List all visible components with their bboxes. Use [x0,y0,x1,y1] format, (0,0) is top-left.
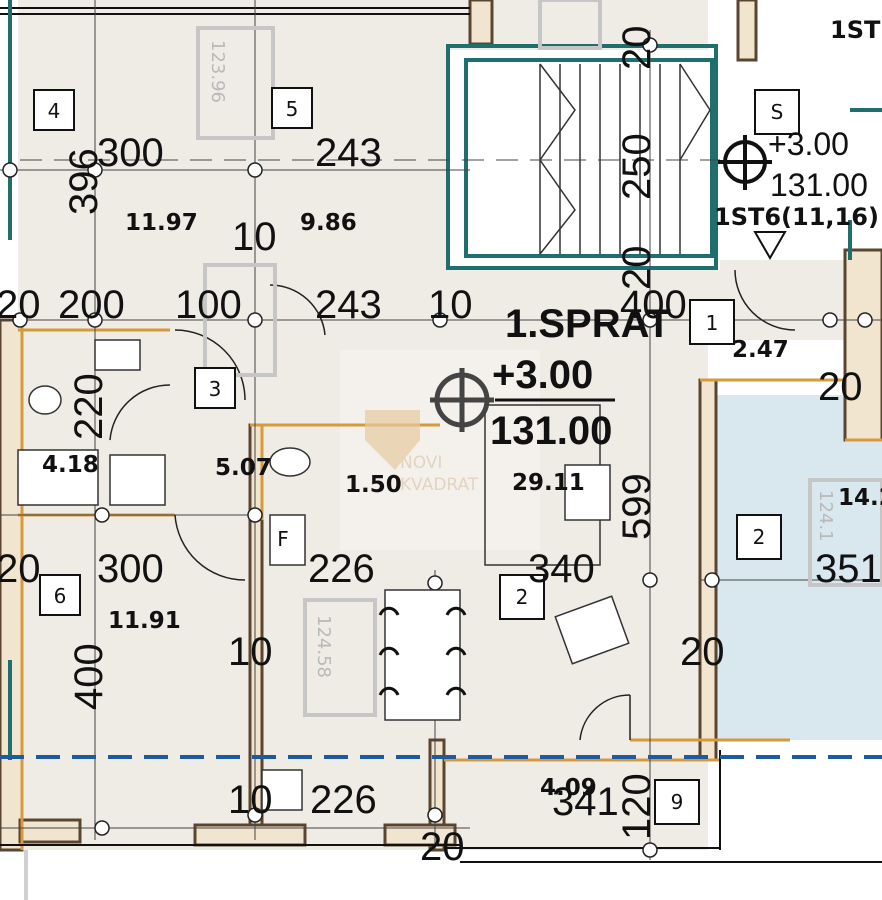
dim-10-low: 10 [228,630,273,674]
dim-20-bottom: 20 [420,825,465,869]
down-arrow-icon [753,231,787,261]
dim-20-low: 20 [680,630,725,674]
watermark-line-2: KVADRAT [400,475,479,495]
neighbor-room-floor [716,395,882,740]
area-hall: 2.47 [732,337,789,363]
watermark-logo-icon [365,410,420,470]
dim-243-mid: 243 [315,283,382,327]
floor-title: 1.SPRAT [505,302,671,346]
room-mark-2-right: 2 [753,525,766,549]
main-level-absolute: 131.00 [490,409,612,453]
dim-226-bottom: 226 [310,778,377,822]
area-terrace: 4.09 [540,775,597,801]
dim-400-top: 400 [620,283,687,327]
area-bath-2: 5.07 [215,455,272,481]
dim-20-stair-2: 20 [615,246,659,291]
room-mark-s: S [771,100,784,124]
dim-120: 120 [615,773,659,840]
room-mark-3: 3 [209,377,222,401]
room-mark-2: 2 [516,585,529,609]
dim-20-stair-1: 20 [615,26,659,71]
dim-20-right: 20 [818,365,863,409]
grey-label-2: 124.58 [313,615,334,678]
level-target-icon [430,368,494,432]
area-bath-1: 4.18 [42,452,99,478]
dim-10-mid: 10 [232,215,277,259]
room-mark-5: 5 [286,97,299,121]
dim-200: 200 [58,283,125,327]
room-marker-boxes [33,87,800,825]
dim-340: 340 [528,547,595,591]
area-right-room: 14.2 [838,485,882,511]
grey-label-1: 123.96 [207,40,228,103]
dining-chairs [378,606,467,696]
outer-lines [0,7,882,900]
dim-341: 341 [552,780,619,824]
stair-level-relative: +3.00 [768,126,849,162]
room-mark-4: 4 [48,99,61,123]
room-mark-1: 1 [706,311,719,335]
corner-label: 1ST [830,16,881,44]
stair-level-target-icon [718,135,772,190]
dim-250: 250 [615,133,659,200]
dim-300-low: 300 [97,547,164,591]
stair-level-absolute: 131.00 [770,167,868,203]
grid-nodes [2,37,873,858]
watermark-line-1: NOVI [400,453,442,473]
dim-10-bottom: 10 [228,778,273,822]
dim-226-mid: 226 [308,547,375,591]
dim-599: 599 [615,473,659,540]
grey-label-3: 124.1 [815,490,836,542]
dim-220: 220 [67,373,111,440]
dim-300-top: 300 [97,131,164,175]
room-mark-6: 6 [54,584,67,608]
watermark-box [340,350,540,550]
area-room-5: 9.86 [300,210,357,236]
dim-400-low: 400 [67,643,111,710]
area-storage: 1.50 [345,472,402,498]
stair-treads [539,63,711,255]
fridge-mark: F [277,527,289,551]
dim-20-left2: 20 [0,547,41,591]
dim-351: 351 [815,547,882,591]
stair-label: 1ST6(11,16) [714,203,879,231]
dim-100: 100 [175,283,242,327]
walls [0,0,882,852]
dim-20-left: 20 [0,283,41,327]
dim-243-top: 243 [315,131,382,175]
room-mark-9: 9 [671,790,684,814]
main-level-relative: +3.00 [492,353,593,397]
dim-10-mid2: 10 [428,283,473,327]
dim-396: 396 [62,148,106,215]
area-room-6: 11.91 [108,608,181,634]
area-living: 29.11 [512,470,585,496]
door-swings [109,269,796,741]
area-room-4: 11.97 [125,210,198,236]
grey-boxes [196,0,882,717]
